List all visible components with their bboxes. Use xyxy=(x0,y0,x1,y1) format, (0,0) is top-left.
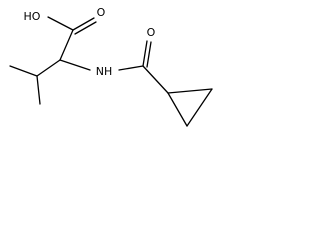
bond-c4-o-double-b xyxy=(146,41,152,68)
bond-c1-o-double-a xyxy=(72,17,95,31)
amide-carbonyl-oxygen-label: O xyxy=(147,26,156,39)
bond-c3-methyl-down xyxy=(36,75,41,105)
bond-c1-hydroxyl xyxy=(47,16,74,31)
bond-c1-c2 xyxy=(59,29,74,61)
hydroxyl-label: HO xyxy=(24,10,41,23)
bond-c5-c6 xyxy=(167,88,213,94)
bond-c2-n xyxy=(59,59,91,71)
acid-carbonyl-oxygen-label: O xyxy=(97,6,106,19)
bond-c5-c7 xyxy=(167,92,188,127)
chemical-structure: HO O NH O xyxy=(9,6,213,127)
bond-c6-c7 xyxy=(186,88,213,127)
bond-c4-o-double-a xyxy=(142,40,148,67)
amide-nitrogen-label: NH xyxy=(96,65,113,78)
bond-n-c4 xyxy=(118,65,144,71)
bond-c4-c5 xyxy=(142,65,169,94)
bond-c2-c3 xyxy=(36,59,61,77)
bond-c3-methyl-left xyxy=(9,65,38,77)
bond-c1-o-double-b xyxy=(74,21,97,35)
